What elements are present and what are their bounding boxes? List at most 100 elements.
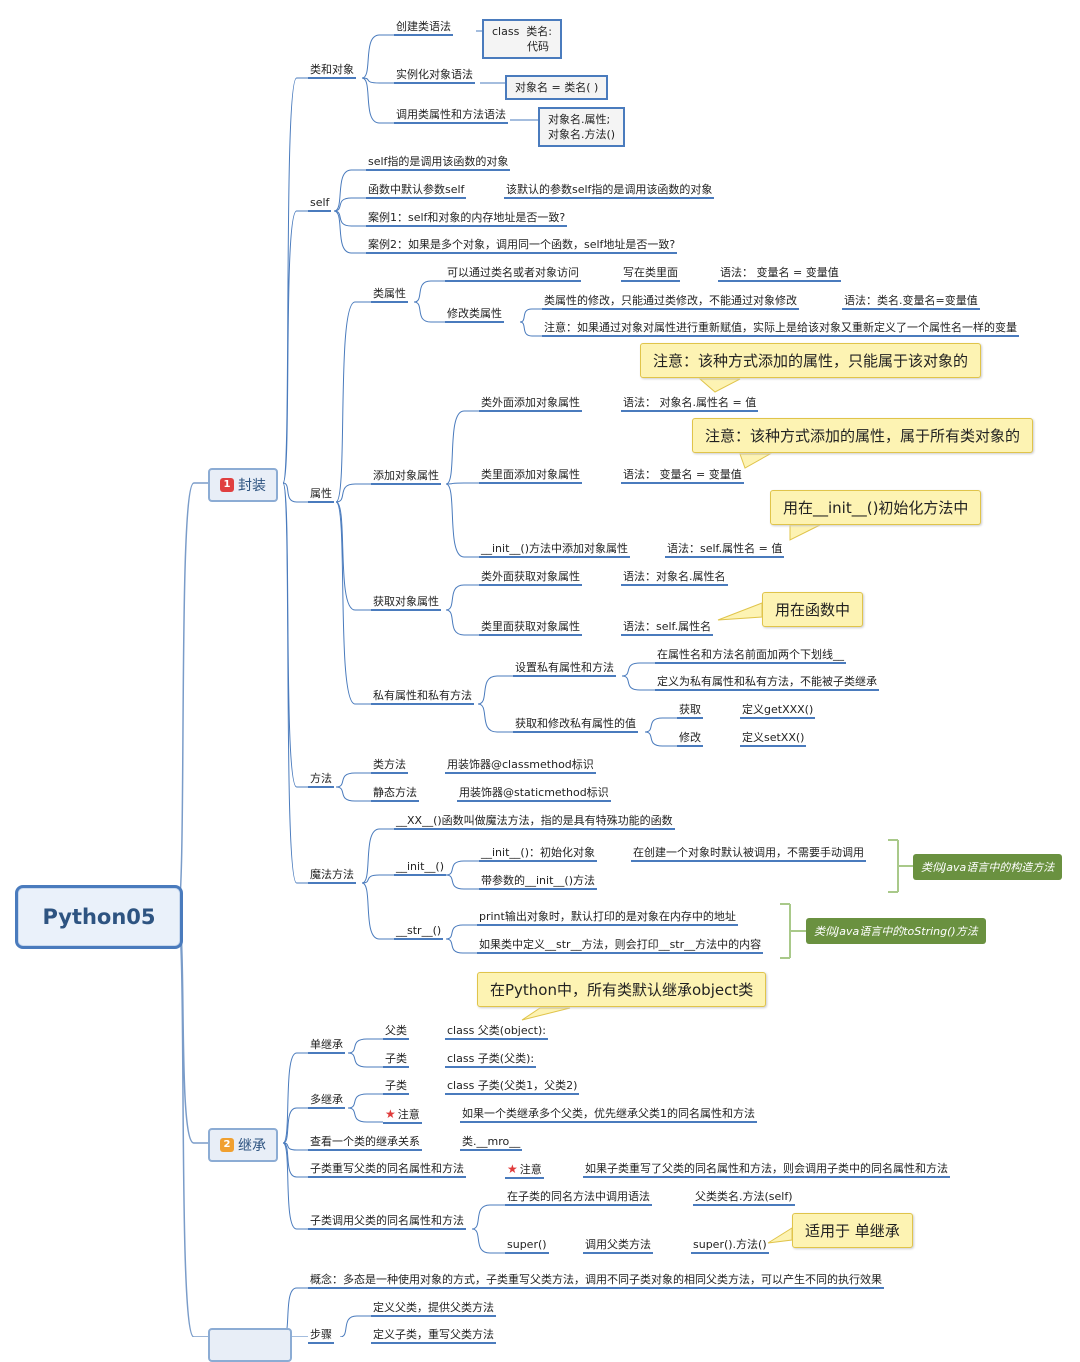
node-xg1b[interactable]: 语法：类名.变量名=变量值 (842, 294, 980, 310)
node-ls1[interactable]: 可以通过类名或者对象访问 (445, 266, 581, 282)
node-tj2[interactable]: 类里面添加对象属性 (479, 468, 582, 484)
branch-duotai[interactable] (208, 1328, 292, 1362)
node-chakan[interactable]: 查看一个类的继承关系 (308, 1135, 422, 1151)
node-sy2b[interactable]: 修改 (677, 731, 703, 747)
node-chakanb[interactable]: 类.__mro__ (460, 1135, 523, 1151)
node-dj1[interactable]: 父类 (383, 1024, 409, 1040)
connector (621, 675, 655, 691)
node-tj3b[interactable]: 语法：self.属性名 = 值 (665, 542, 785, 558)
node-tj1[interactable]: 类外面添加对象属性 (479, 396, 582, 412)
node-duo2[interactable]: ★注意 (383, 1107, 422, 1124)
node-dyf2b[interactable]: 调用父类方法 (583, 1238, 653, 1254)
node-dj2b[interactable]: class 子类(父类): (445, 1052, 537, 1068)
connector (519, 321, 542, 337)
node-hq1b[interactable]: 语法：对象名.属性名 (621, 570, 728, 586)
connector (445, 924, 477, 940)
node-leishuxing[interactable]: 类属性 (371, 287, 408, 303)
connector (347, 1038, 383, 1054)
node-xg2[interactable]: 注意：如果通过对象对属性进行重新赋值，实际上是给该对象又重新定义了一个属性名一样… (542, 321, 1019, 337)
node-mf1[interactable]: __XX__()函数叫做魔法方法，指的是具有特殊功能的函数 (394, 814, 675, 830)
code-box-class: class 类名: 代码 (482, 19, 563, 59)
callout-note-object: 注意：该种方式添加的属性，只能属于该对象的 (640, 343, 982, 378)
node-self4[interactable]: 案例2：如果是多个对象，调用同一个函数，self地址是否一致? (366, 238, 678, 254)
node-sy2[interactable]: 获取和修改私有属性的值 (513, 717, 638, 733)
node-sy2a[interactable]: 获取 (677, 703, 703, 719)
node-leiheduixiang[interactable]: 类和对象 (308, 63, 356, 79)
node-mf2b[interactable]: 带参数的__init__()方法 (479, 874, 597, 890)
node-siyou[interactable]: 私有属性和私有方法 (371, 689, 474, 705)
node-dyf2[interactable]: super() (505, 1238, 549, 1254)
node-ff1[interactable]: 类方法 (371, 758, 408, 774)
node-mf2[interactable]: __init__() (394, 860, 446, 876)
node-cx-note[interactable]: ★注意 (505, 1162, 544, 1179)
connector (333, 210, 366, 254)
node-tianjia[interactable]: 添加对象属性 (371, 469, 441, 485)
node-fangfa[interactable]: 方法 (308, 772, 334, 788)
node-hq1[interactable]: 类外面获取对象属性 (479, 570, 582, 586)
node-mofa[interactable]: 魔法方法 (308, 868, 356, 884)
node-duo1[interactable]: 子类 (383, 1079, 409, 1095)
node-sy1b[interactable]: 定义为私有属性和私有方法，不能被子类继承 (655, 675, 879, 691)
node-chuangjian[interactable]: 创建类语法 (394, 20, 453, 36)
node-sy1a[interactable]: 在属性名和方法名前面加两个下划线__ (655, 648, 846, 664)
node-mf2a[interactable]: __init__()：初始化对象 (479, 846, 597, 862)
node-dyf1[interactable]: 在子类的同名方法中调用语法 (505, 1190, 652, 1206)
branch-fengzhuang[interactable]: 1 封装 (208, 468, 278, 502)
node-tj3[interactable]: __init__()方法中添加对象属性 (479, 542, 630, 558)
node-ls1b[interactable]: 写在类里面 (621, 266, 680, 282)
node-ff2b[interactable]: 用装饰器@staticmethod标识 (457, 786, 611, 802)
node-duo2b[interactable]: 如果一个类继承多个父类，优先继承父类1的同名属性和方法 (460, 1107, 757, 1123)
node-mf3b[interactable]: 如果类中定义__str__方法，则会打印__str__方法中的内容 (477, 938, 764, 954)
node-xg1[interactable]: 类属性的修改，只能通过类修改，不能通过对象修改 (542, 294, 799, 310)
node-duo1b[interactable]: class 子类(父类1，父类2) (445, 1079, 580, 1095)
node-self3[interactable]: 案例1：self和对象的内存地址是否一致? (366, 211, 568, 227)
node-shilihua[interactable]: 实例化对象语法 (394, 68, 475, 84)
connector (333, 169, 366, 212)
node-self2b[interactable]: 该默认的参数self指的是调用该函数的对象 (504, 183, 715, 199)
node-bz2[interactable]: 定义子类，重写父类方法 (371, 1328, 496, 1344)
node-diaoyongfu[interactable]: 子类调用父类的同名属性和方法 (308, 1214, 466, 1230)
node-mf3[interactable]: __str__() (394, 924, 444, 940)
node-mf2a2[interactable]: 在创建一个对象时默认被调用，不需要手动调用 (631, 846, 866, 862)
node-duojicheng[interactable]: 多继承 (308, 1093, 345, 1109)
node-dyf1b[interactable]: 父类类名.方法(self) (693, 1190, 795, 1206)
node-buzhou[interactable]: 步骤 (308, 1328, 334, 1344)
node-chongxie[interactable]: 子类重写父类的同名属性和方法 (308, 1162, 466, 1178)
node-tj1b[interactable]: 语法： 对象名.属性名 = 值 (621, 396, 759, 412)
branch-jicheng[interactable]: 2 继承 (208, 1128, 278, 1162)
node-mf3a[interactable]: print输出对象时，默认打印的是对象在内存中的地址 (477, 910, 738, 926)
node-diaoyong[interactable]: 调用类属性和方法语法 (394, 108, 508, 124)
connector (445, 609, 479, 636)
branch-label: 封装 (238, 478, 266, 494)
node-cxb[interactable]: 如果子类重写了父类的同名属性和方法，则会调用子类中的同名属性和方法 (583, 1162, 950, 1178)
node-tj2b[interactable]: 语法： 变量名 = 变量值 (621, 468, 744, 484)
node-hq2b[interactable]: 语法：self.属性名 (621, 620, 714, 636)
root-topic[interactable]: Python05 (15, 885, 183, 949)
node-xiugai[interactable]: 修改类属性 (445, 307, 504, 323)
node-huoqu[interactable]: 获取对象属性 (371, 595, 441, 611)
node-danjicheng[interactable]: 单继承 (308, 1038, 345, 1054)
node-self1[interactable]: self指的是调用该函数的对象 (366, 155, 511, 171)
connector (347, 1093, 383, 1109)
node-duotai-concept[interactable]: 概念：多态是一种使用对象的方式，子类重写父类方法，调用不同子类对象的相同父类方法… (308, 1273, 884, 1289)
node-sy1[interactable]: 设置私有属性和方法 (513, 661, 616, 677)
node-hq2[interactable]: 类里面获取对象属性 (479, 620, 582, 636)
node-ff1b[interactable]: 用装饰器@classmethod标识 (445, 758, 596, 774)
connector (644, 731, 677, 747)
node-sy2b2[interactable]: 定义setXX() (740, 731, 807, 747)
node-bz1[interactable]: 定义父类，提供父类方法 (371, 1301, 496, 1317)
node-shuxing[interactable]: 属性 (308, 487, 334, 503)
node-self2[interactable]: 函数中默认参数self (366, 183, 467, 199)
note-java-tostring: 类似Java语言中的toString()方法 (806, 918, 986, 944)
node-ff2[interactable]: 静态方法 (371, 786, 419, 802)
node-self[interactable]: self (308, 196, 332, 212)
node-ls1c[interactable]: 语法： 变量名 = 变量值 (718, 266, 841, 282)
node-dj2[interactable]: 子类 (383, 1052, 409, 1068)
callout-pointer (717, 602, 763, 621)
node-dj1b[interactable]: class 父类(object): (445, 1024, 548, 1040)
node-dyf2c[interactable]: super().方法() (691, 1238, 769, 1254)
connector (282, 1142, 308, 1230)
node-sy2a2[interactable]: 定义getXXX() (740, 703, 816, 719)
callout-object-inherit: 在Python中，所有类默认继承object类 (477, 972, 767, 1007)
callout-pointer (767, 1227, 793, 1244)
